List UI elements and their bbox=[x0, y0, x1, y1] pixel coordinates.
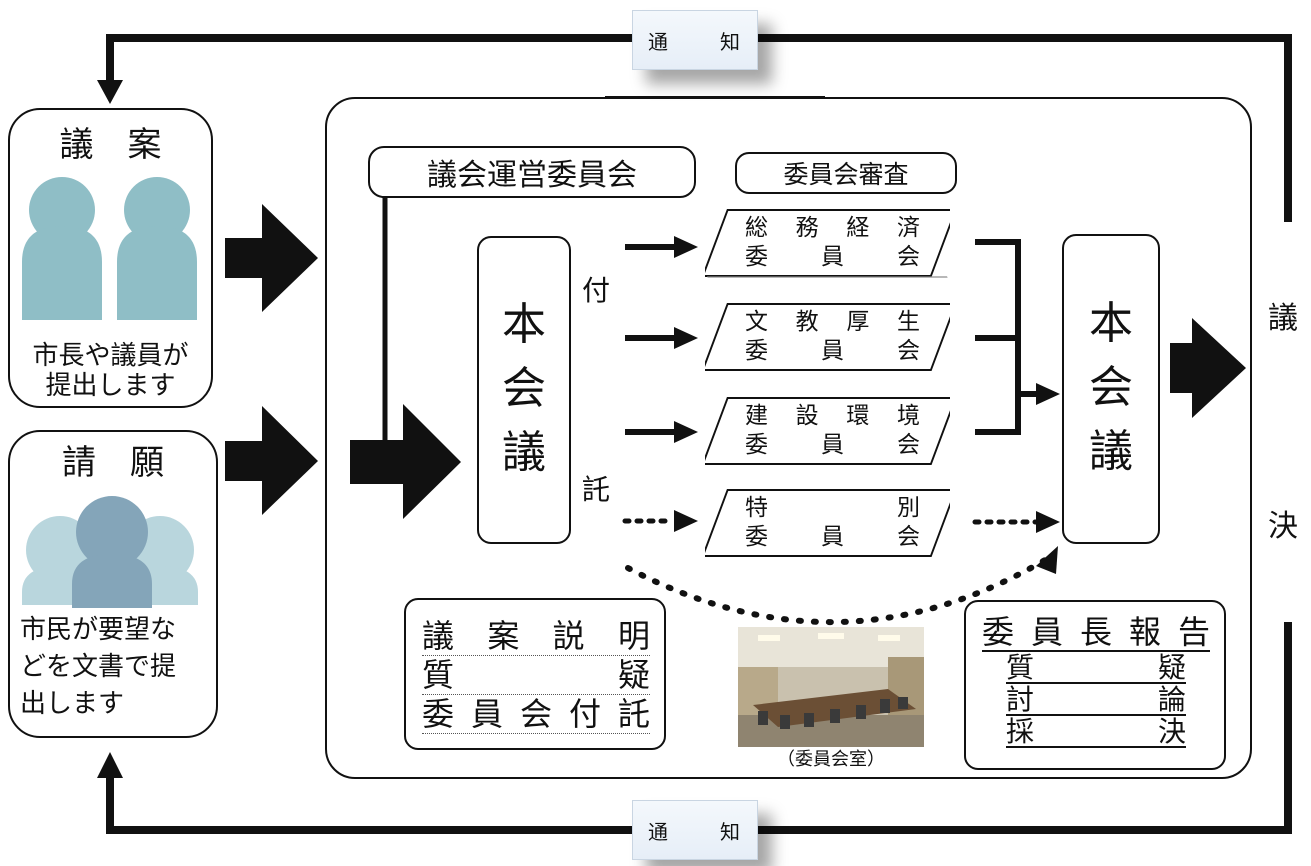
step-bill-explanation: 議案説明 bbox=[422, 617, 650, 656]
petition-box bbox=[8, 430, 218, 738]
plenary-left-c1: 本 bbox=[502, 299, 546, 350]
bill-title: 議 案 bbox=[59, 125, 162, 165]
person-icons-petition bbox=[22, 496, 198, 608]
petition-text-2: どを文書で提 bbox=[20, 652, 177, 682]
refer-arrow-3 bbox=[674, 421, 698, 443]
petition-text-3: 出します bbox=[20, 689, 125, 719]
petition-to-council-arrow bbox=[225, 406, 318, 515]
refer-label-bottom: 託 bbox=[582, 473, 611, 506]
petition-text-1: 市民が要望な bbox=[20, 615, 177, 645]
committee-review-box: 委員会審査 bbox=[735, 152, 957, 194]
plenary-left-c3: 議 bbox=[502, 426, 546, 478]
direct-path-arrowhead bbox=[1036, 546, 1058, 574]
committee-general-affairs: 総務経済 委員会 bbox=[705, 208, 950, 278]
direct-path-curve bbox=[625, 557, 1048, 625]
refer-arrow-special bbox=[674, 510, 698, 532]
committee-room-photo bbox=[738, 627, 924, 747]
steering-committee-box: 議会運営委員会 bbox=[368, 146, 696, 198]
notice-bottom-right: 知 bbox=[720, 819, 742, 844]
notice-top-left: 通 bbox=[648, 29, 670, 54]
person-icons-bill bbox=[22, 177, 197, 320]
plenary-left-c2: 会 bbox=[502, 362, 546, 414]
photo-caption: （委員会室） bbox=[777, 749, 885, 770]
petition-title: 請 願 bbox=[62, 443, 164, 483]
step-vote: 採決 bbox=[1006, 715, 1186, 748]
bill-text-1: 市長や議員が bbox=[32, 341, 189, 371]
plenary-right-box bbox=[1062, 234, 1160, 544]
vote-label-bottom: 決 bbox=[1268, 509, 1298, 544]
plenary-right-label: 本 会 議 bbox=[1062, 292, 1160, 483]
step-right-question: 質疑 bbox=[1006, 651, 1186, 684]
step-committee-referral: 委員会付託 bbox=[422, 695, 650, 734]
bill-box bbox=[8, 108, 213, 408]
plenary-right-c1: 本 bbox=[1089, 298, 1133, 349]
special-to-plenary-arrow bbox=[1036, 511, 1060, 533]
committee-education-welfare: 文教厚生 委員会 bbox=[705, 302, 950, 372]
committee-review-label: 委員会審査 bbox=[783, 160, 909, 189]
notice-bottom-arrowhead bbox=[97, 752, 123, 778]
plenary-left-label: 本 会 議 bbox=[477, 293, 571, 484]
notice-top: 通 知 bbox=[632, 10, 758, 70]
plenary-right-c3: 議 bbox=[1089, 425, 1133, 477]
steering-committee-label: 議会運営委員会 bbox=[427, 158, 637, 193]
step-debate: 討論 bbox=[1006, 683, 1186, 716]
vote-label-top: 議 bbox=[1268, 301, 1298, 336]
plenary-right-c2: 会 bbox=[1089, 361, 1133, 413]
plenary-steps-left: 議案説明 質疑 委員会付託 bbox=[404, 598, 666, 750]
bill-text-2: 提出します bbox=[45, 371, 176, 401]
committee-construction-environment: 建設環境 委員会 bbox=[705, 396, 950, 466]
notice-top-right: 知 bbox=[720, 29, 742, 54]
refer-arrow-1 bbox=[674, 236, 698, 258]
refer-label-top: 付 bbox=[582, 274, 611, 307]
council-box bbox=[325, 97, 1252, 779]
step-question: 質疑 bbox=[422, 656, 650, 695]
bill-to-council-arrow bbox=[225, 204, 318, 312]
bracket-to-plenary-arrow bbox=[1036, 383, 1060, 405]
committee-special: 特別 委員会 bbox=[705, 488, 950, 558]
notice-top-arrowhead bbox=[97, 80, 123, 104]
notice-bottom-left: 通 bbox=[648, 819, 670, 844]
plenary-left-box bbox=[477, 236, 571, 544]
refer-arrow-2 bbox=[674, 327, 698, 349]
to-plenary-arrow bbox=[350, 404, 461, 519]
to-vote-arrow bbox=[1170, 318, 1246, 418]
notice-bottom: 通 知 bbox=[632, 800, 758, 860]
step-chair-report: 委員長報告 bbox=[982, 613, 1210, 652]
plenary-steps-right: 委員長報告 質疑 討論 採決 bbox=[964, 600, 1226, 770]
